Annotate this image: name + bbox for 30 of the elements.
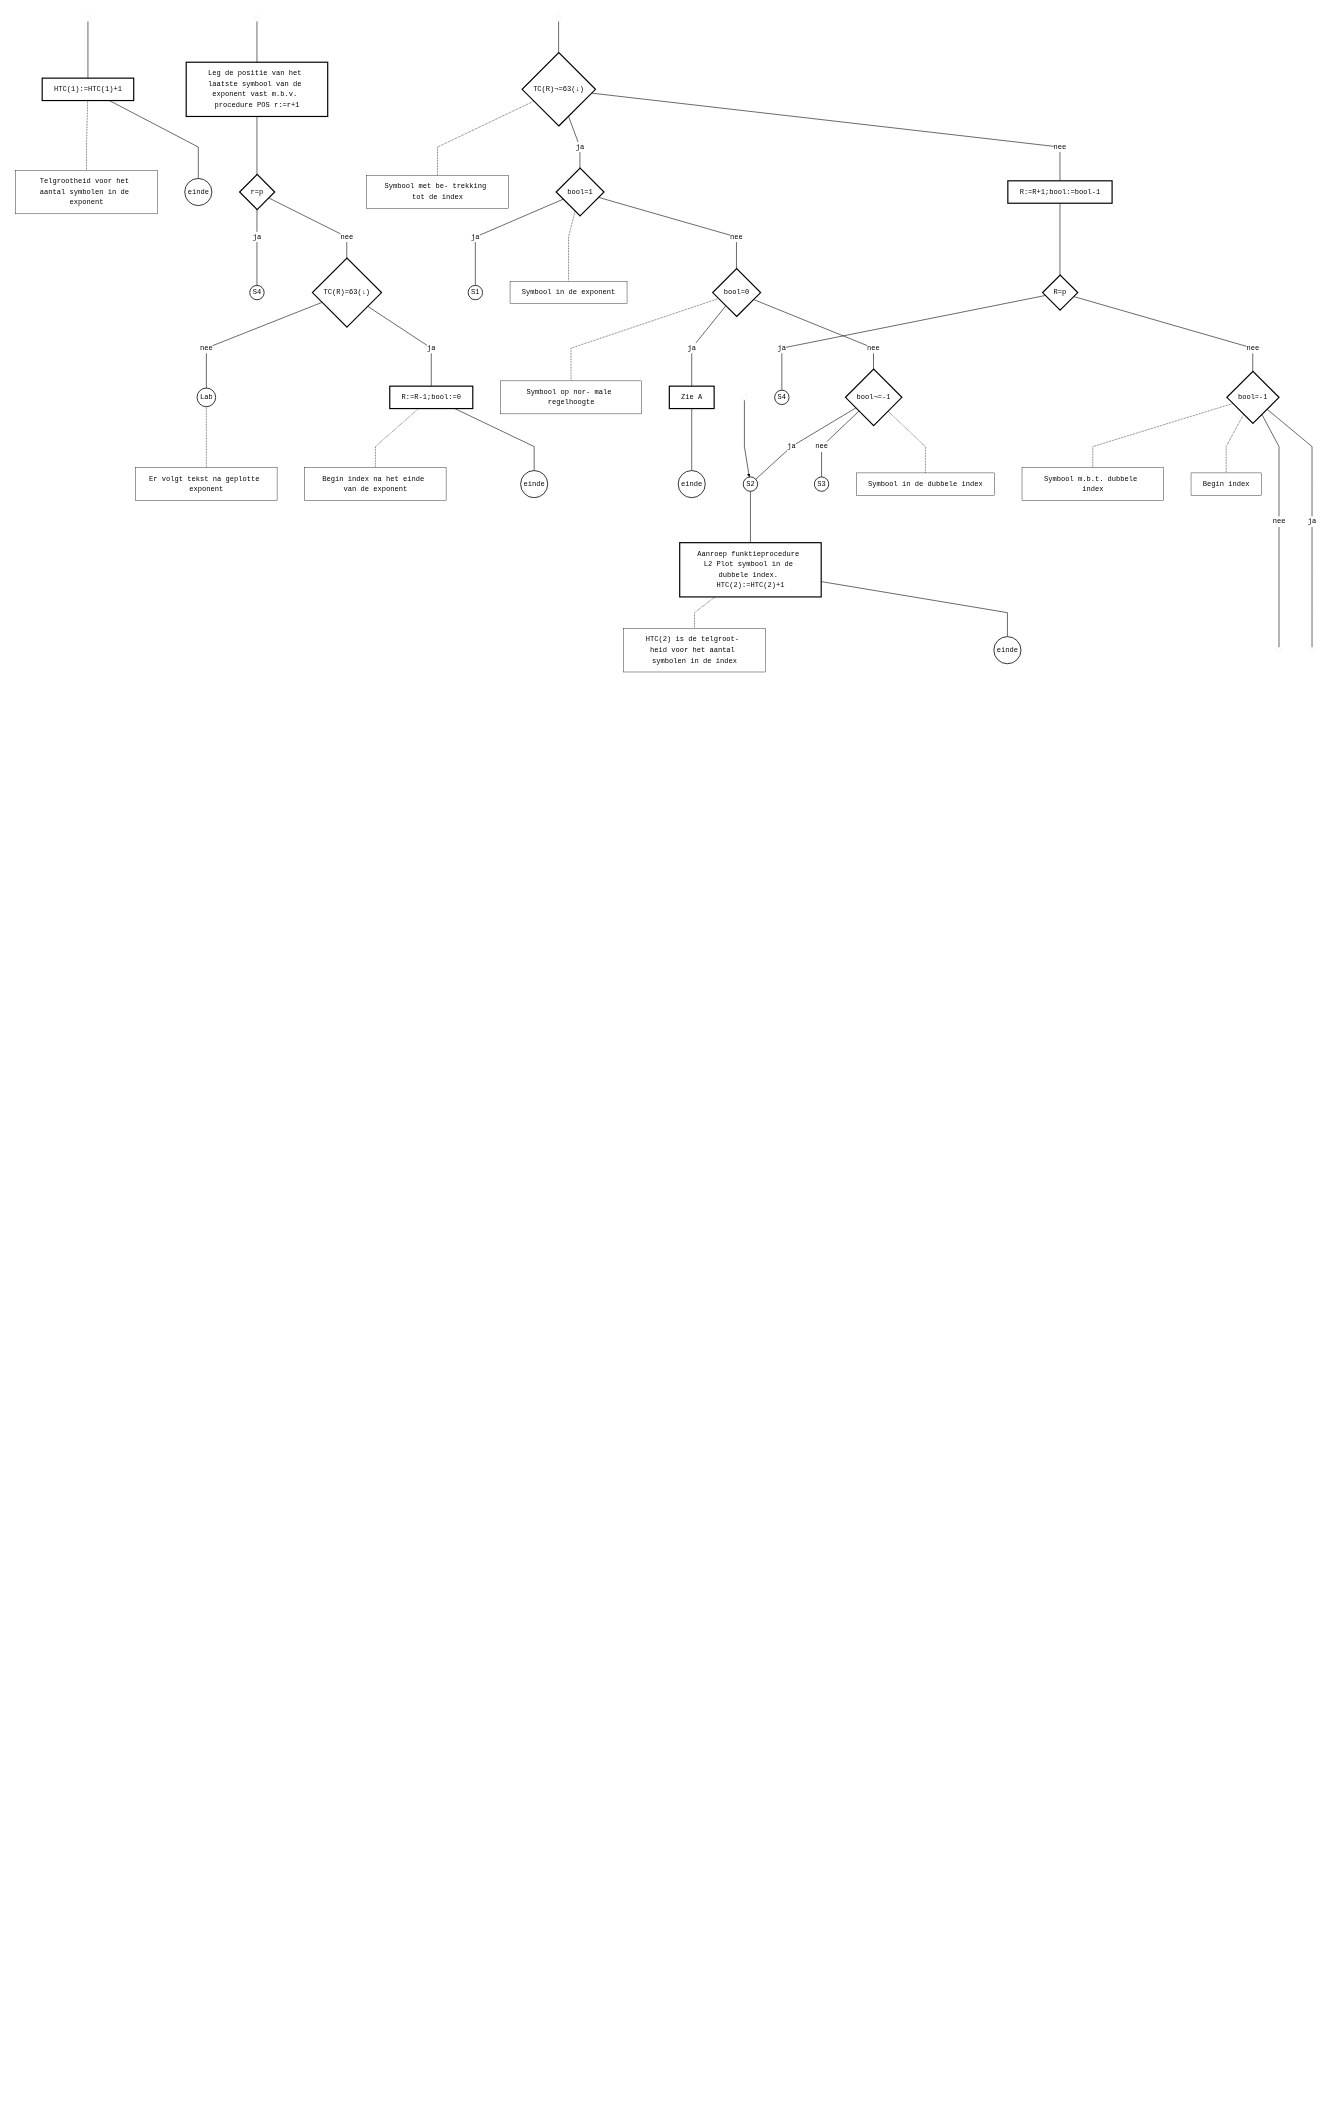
connector xyxy=(375,408,419,468)
connector xyxy=(206,302,323,389)
connector xyxy=(206,406,207,468)
connector xyxy=(598,197,737,269)
connector xyxy=(691,408,692,471)
connector xyxy=(437,100,535,176)
connector xyxy=(753,299,874,370)
connector xyxy=(750,491,751,543)
connector xyxy=(1059,202,1061,276)
connector xyxy=(256,209,258,286)
connector xyxy=(1073,296,1254,372)
connector xyxy=(691,305,727,387)
connector xyxy=(568,115,581,169)
connector xyxy=(454,408,535,471)
connector xyxy=(475,198,564,286)
connector xyxy=(781,295,1046,391)
connector xyxy=(591,92,1061,182)
connector xyxy=(821,410,860,478)
connector xyxy=(86,100,88,171)
connector xyxy=(367,306,432,387)
connector xyxy=(558,20,559,53)
connector xyxy=(1225,414,1244,474)
connector xyxy=(268,197,348,259)
connector xyxy=(256,20,258,63)
connector xyxy=(1092,403,1234,468)
connector xyxy=(570,298,719,382)
connector xyxy=(109,100,199,179)
connector xyxy=(256,116,258,175)
connector xyxy=(755,407,857,480)
connector xyxy=(87,20,89,79)
